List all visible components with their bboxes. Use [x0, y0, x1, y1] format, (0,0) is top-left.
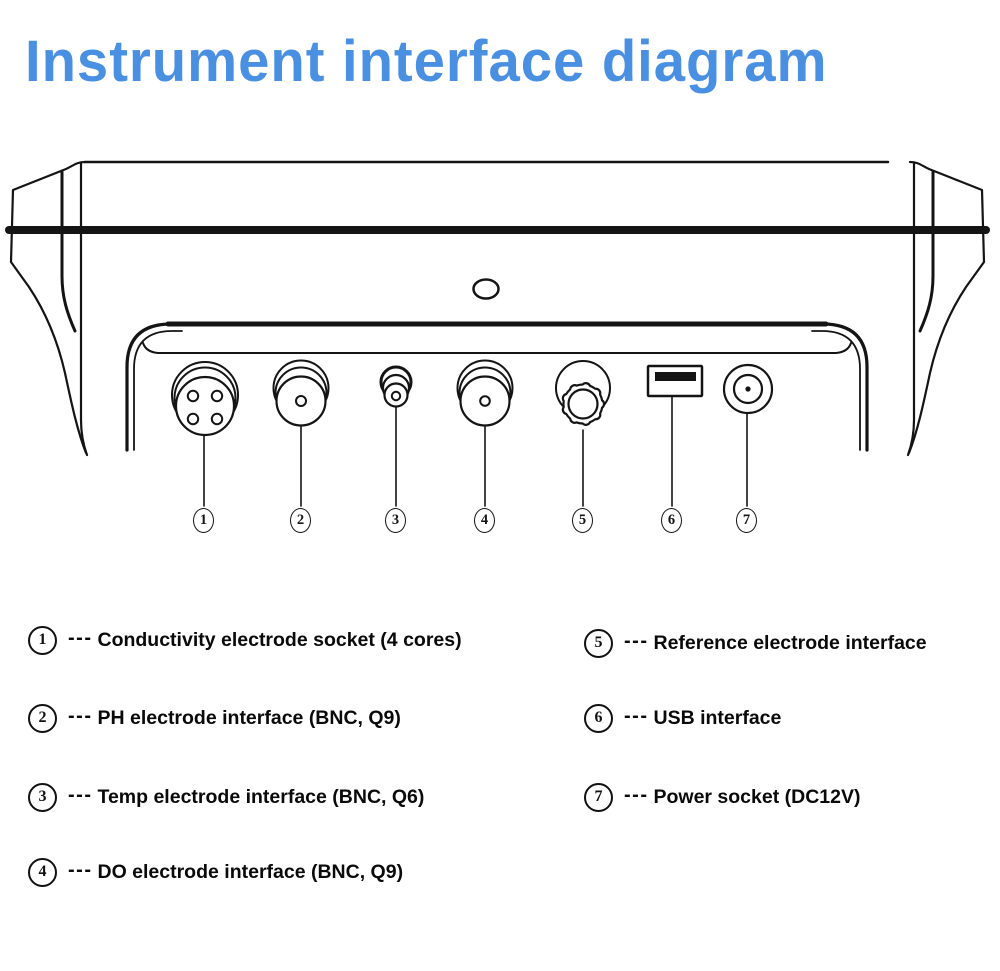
reference-electrode-socket: [555, 360, 611, 426]
left-handle: [9, 160, 89, 457]
legend-dash: ---: [624, 630, 649, 652]
right-handle: [906, 160, 986, 457]
callout-1: 1: [193, 508, 214, 533]
legend-num-7: 7: [584, 782, 613, 812]
power-socket: [722, 363, 774, 415]
callout-3: 3: [385, 508, 406, 533]
do-electrode-socket: [456, 359, 514, 427]
legend-label-7: Power socket (DC12V): [653, 785, 861, 808]
legend-dash: ---: [68, 627, 93, 649]
legend-num-6: 6: [584, 703, 613, 733]
callout-5: 5: [572, 508, 593, 533]
legend-label-6: USB interface: [653, 706, 782, 729]
legend-dash: ---: [624, 784, 649, 806]
legend-num-3: 3: [28, 782, 57, 812]
page-title: Instrument interface diagram: [25, 29, 828, 94]
legend-item-7: 7 --- Power socket (DC12V): [584, 781, 860, 813]
legend-label-2: PH electrode interface (BNC, Q9): [97, 706, 401, 729]
oval-vent: [472, 278, 500, 300]
legend-num-1: 1: [28, 625, 57, 655]
callout-6: 6: [661, 508, 682, 533]
legend-label-4: DO electrode interface (BNC, Q9): [97, 860, 404, 883]
legend-item-1: 1 --- Conductivity electrode socket (4 c…: [28, 624, 462, 656]
legend-item-4: 4 --- DO electrode interface (BNC, Q9): [28, 856, 403, 888]
legend-dash: ---: [68, 705, 93, 727]
legend-num-4: 4: [28, 857, 57, 887]
callout-2: 2: [290, 508, 311, 533]
connector-panel: [125, 321, 869, 452]
temp-electrode-socket: [379, 365, 413, 408]
ph-electrode-socket: [272, 359, 330, 427]
legend-item-5: 5 --- Reference electrode interface: [584, 627, 927, 659]
leader-lines: [203, 396, 748, 507]
callout-7: 7: [736, 508, 757, 533]
usb-port: [646, 364, 704, 398]
legend-label-1: Conductivity electrode socket (4 cores): [97, 628, 462, 651]
legend-num-2: 2: [28, 703, 57, 733]
legend-dash: ---: [68, 784, 93, 806]
legend-item-3: 3 --- Temp electrode interface (BNC, Q6): [28, 781, 424, 813]
legend-num-5: 5: [584, 628, 613, 658]
conductivity-socket: [171, 361, 239, 437]
legend-label-5: Reference electrode interface: [653, 631, 927, 654]
device-diagram: [5, 160, 990, 507]
legend-label-3: Temp electrode interface (BNC, Q6): [97, 785, 425, 808]
callout-4: 4: [474, 508, 495, 533]
legend-dash: ---: [68, 859, 93, 881]
legend-item-6: 6 --- USB interface: [584, 702, 781, 734]
legend-item-2: 2 --- PH electrode interface (BNC, Q9): [28, 702, 401, 734]
legend-dash: ---: [624, 705, 649, 727]
